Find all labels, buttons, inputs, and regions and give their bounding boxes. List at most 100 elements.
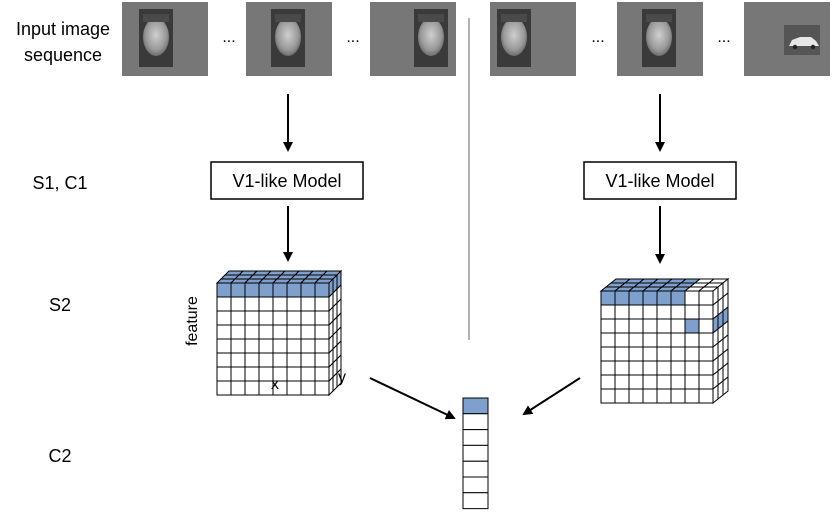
cube-front-cell (698, 332, 714, 348)
left-ellipsis-2: ... (346, 29, 359, 46)
cube-front-cell (684, 346, 700, 362)
cube-front-cell (656, 374, 672, 390)
cube-front-cell (216, 296, 232, 312)
cube-front-cell (684, 360, 700, 376)
c2-vector-cell (462, 460, 489, 478)
cube-front-cell (656, 318, 672, 334)
cube-front-cell (614, 346, 630, 362)
cube-front-cell (314, 296, 330, 312)
cube-front-cell (230, 352, 246, 368)
right-frame-3 (744, 2, 830, 76)
cube-axis-x-label: x (271, 376, 279, 393)
cube-front-cell (300, 380, 316, 396)
cube-front-cell (272, 282, 288, 298)
cube-front-cell (614, 290, 630, 306)
cube-front-cell (628, 332, 644, 348)
cube-front-cell (614, 374, 630, 390)
face-icon (642, 9, 676, 67)
cube-front-cell (628, 374, 644, 390)
cube-axis-y-label: y (338, 369, 346, 386)
arrow-right-s2-to-c2 (522, 377, 581, 416)
cube-front-cell (258, 324, 274, 340)
cube-front-cell (670, 360, 686, 376)
cube-front-cell (286, 352, 302, 368)
right-s2-feature-cube (599, 277, 730, 405)
cube-front-cell (314, 380, 330, 396)
c2-vector-cell (462, 429, 489, 446)
cube-front-cell (684, 304, 700, 320)
row-label-s1c1: S1, C1 (32, 173, 87, 193)
c2-vector-cell (462, 397, 489, 415)
cube-front-cell (314, 352, 330, 368)
cube-front-cell (314, 324, 330, 340)
cube-front-cell (670, 346, 686, 362)
cube-front-cell (614, 332, 630, 348)
cube-front-cell (600, 360, 616, 376)
cube-front-cell (698, 388, 714, 404)
cube-front-cell (300, 310, 316, 326)
row-label-c2: C2 (48, 446, 71, 466)
left-s2-feature-cube (215, 269, 343, 397)
face-icon (497, 9, 531, 67)
cube-front-cell (286, 296, 302, 312)
cube-front-cell (300, 324, 316, 340)
left-frame-2 (246, 2, 332, 76)
cube-front-cell (600, 332, 616, 348)
cube-front-cell (600, 346, 616, 362)
cube-front-cell (286, 338, 302, 354)
cube-front-cell (300, 282, 316, 298)
face-icon (139, 9, 173, 67)
cube-front-cell (670, 318, 686, 334)
cube-front-cell (244, 296, 260, 312)
cube-front-cell (216, 380, 232, 396)
cube-front-cell (642, 304, 658, 320)
cube-front-cell (258, 338, 274, 354)
cube-front-cell (272, 296, 288, 312)
cube-front-cell (656, 346, 672, 362)
cube-front-cell (628, 346, 644, 362)
cube-front-cell (642, 332, 658, 348)
cube-front-cell (286, 310, 302, 326)
cube-front-cell (272, 324, 288, 340)
cube-front-cell (656, 304, 672, 320)
right-frame-1 (490, 2, 576, 76)
left-frame-3 (370, 2, 456, 76)
cube-front-cell (300, 296, 316, 312)
row-label-input-line2: sequence (24, 45, 102, 65)
cube-front-cell (684, 374, 700, 390)
cube-front-cell (656, 290, 672, 306)
cube-front-cell (600, 374, 616, 390)
cube-front-cell (656, 360, 672, 376)
cube-front-cell (600, 290, 616, 306)
cube-front-cell (258, 310, 274, 326)
cube-front-cell (670, 374, 686, 390)
cube-front-cell (244, 324, 260, 340)
cube-front-cell (684, 332, 700, 348)
cube-front-cell (230, 282, 246, 298)
cube-axis-feature-label: feature (184, 296, 201, 346)
cube-front-cell (670, 388, 686, 404)
cube-front-cell (230, 366, 246, 382)
row-label-s2: S2 (49, 295, 71, 315)
cube-front-cell (642, 374, 658, 390)
left-ellipsis-1: ... (222, 29, 235, 46)
cube-front-cell (300, 338, 316, 354)
cube-front-cell (230, 296, 246, 312)
cube-front-cell (698, 290, 714, 306)
cube-front-cell (642, 290, 658, 306)
cube-front-cell (258, 296, 274, 312)
cube-front-cell (258, 352, 274, 368)
cube-front-cell (244, 366, 260, 382)
c2-feature-vector (462, 397, 489, 510)
cube-front-cell (684, 318, 700, 334)
arrow-left-s2-to-c2 (369, 377, 456, 420)
left-frame-1 (122, 2, 208, 76)
cube-front-cell (600, 388, 616, 404)
cube-side-cell (332, 371, 338, 393)
cube-front-cell (244, 352, 260, 368)
cube-front-cell (628, 360, 644, 376)
right-ellipsis-2: ... (717, 29, 730, 46)
cube-front-cell (272, 352, 288, 368)
c2-vector-cell (462, 476, 489, 494)
